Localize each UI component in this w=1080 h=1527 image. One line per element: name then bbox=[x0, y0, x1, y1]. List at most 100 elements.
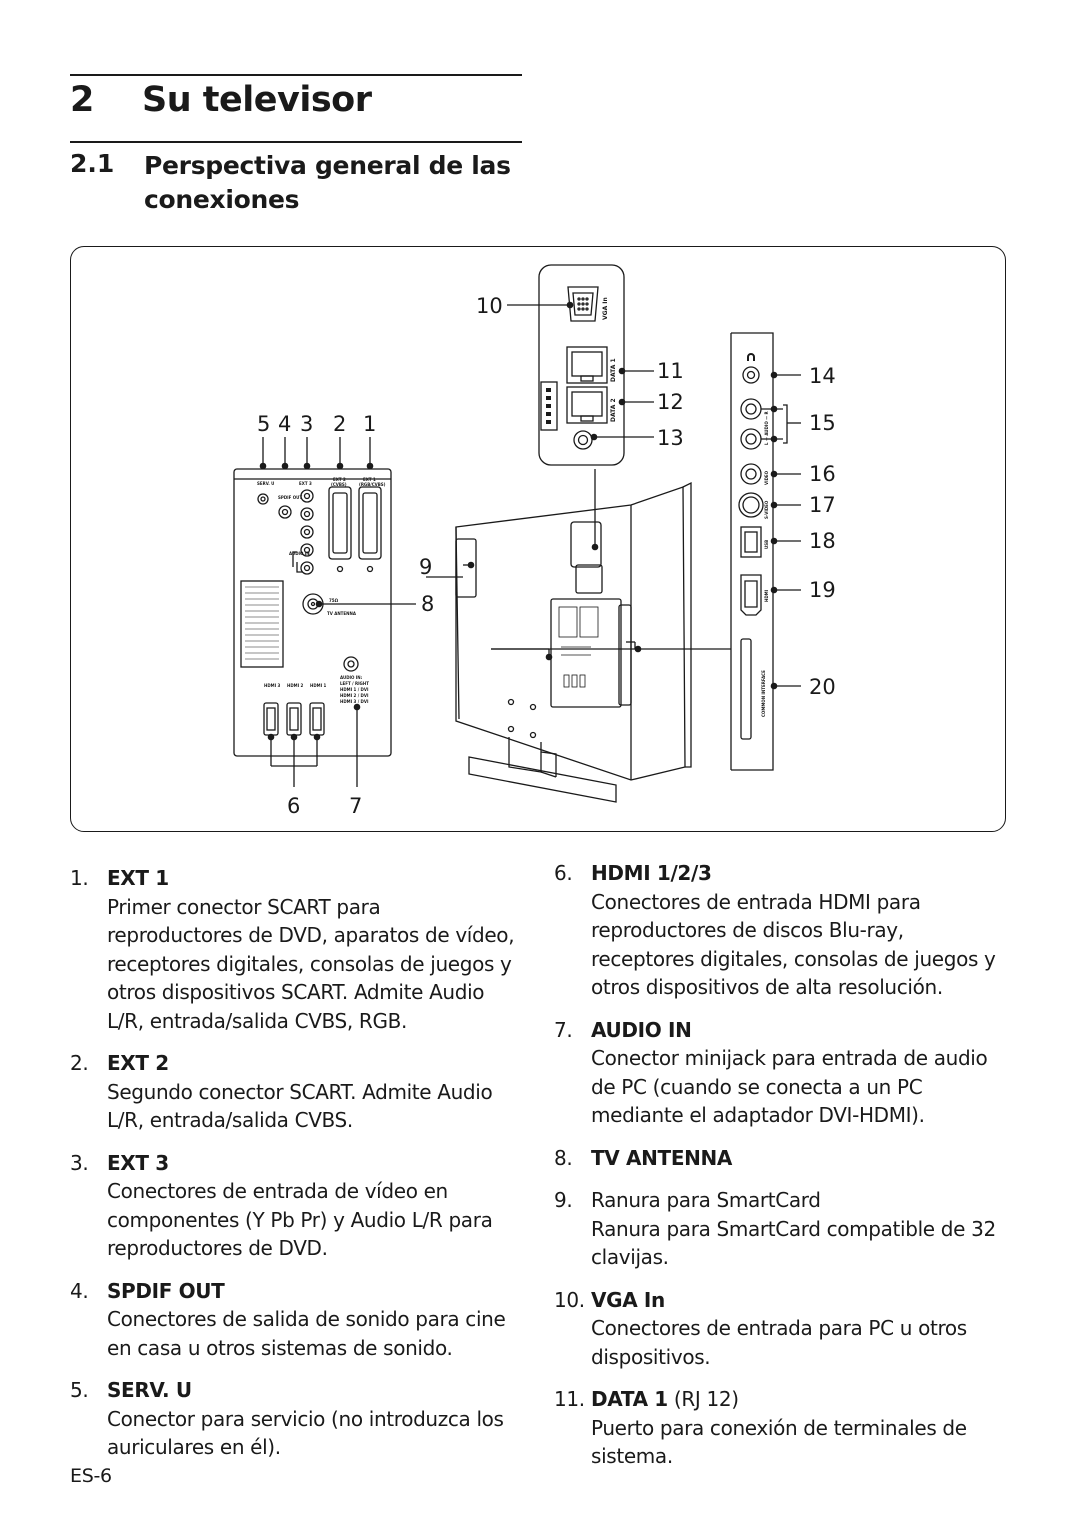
item-title: VGA In bbox=[591, 1287, 665, 1312]
side-usb-text: USB bbox=[764, 540, 769, 549]
chapter-title: Su televisor bbox=[142, 80, 372, 120]
hdmi1-text: HDMI 1 bbox=[310, 683, 327, 688]
section-number: 2.1 bbox=[70, 149, 115, 178]
spdif-out-text: SPDIF OUT bbox=[278, 495, 302, 500]
callout-11: 11 bbox=[657, 359, 684, 383]
callout-10: 10 bbox=[476, 294, 503, 318]
antenna-ohm-text: 75Ω bbox=[329, 598, 339, 603]
list-item-vga-in: 10. VGA In Conectores de entrada para PC… bbox=[554, 1286, 1012, 1372]
side-audio-text: L — AUDIO — R bbox=[764, 411, 769, 445]
list-item-ext3: 3. EXT 3 Conectores de entrada de vídeo … bbox=[70, 1149, 515, 1263]
item-number: 3. bbox=[70, 1150, 89, 1175]
callout-14: 14 bbox=[809, 364, 836, 388]
item-body: Primer conector SCART para reproductores… bbox=[107, 894, 515, 1033]
list-item-smartcard: 9. Ranura para SmartCard Ranura para Sma… bbox=[554, 1186, 1012, 1272]
callout-17: 17 bbox=[809, 493, 836, 517]
callout-1: 1 bbox=[363, 412, 376, 436]
left-column: 1. EXT 1 Primer conector SCART para repr… bbox=[70, 864, 515, 1462]
item-number: 4. bbox=[70, 1278, 89, 1303]
item-title-suffix: (RJ 12) bbox=[673, 1387, 739, 1411]
ext2-sub-text: (CVBS) bbox=[331, 482, 347, 487]
item-title: AUDIO IN bbox=[591, 1017, 692, 1042]
item-title: HDMI 1/2/3 bbox=[591, 861, 712, 885]
ext3-text: EXT 3 bbox=[299, 481, 312, 486]
side-video-text: VIDEO bbox=[764, 470, 769, 485]
item-body: Conectores de entrada de vídeo en compon… bbox=[107, 1179, 493, 1260]
connections-diagram: VGA In DATA 1 DATA 2 SERV. U SPDIF OUT E… bbox=[70, 246, 1006, 832]
item-number: 9. bbox=[554, 1188, 573, 1212]
callout-12: 12 bbox=[657, 390, 684, 414]
callout-9: 9 bbox=[419, 555, 432, 579]
list-item-ext2: 2. EXT 2 Segundo conector SCART. Admite … bbox=[70, 1049, 515, 1135]
list-item-ext1: 1. EXT 1 Primer conector SCART para repr… bbox=[70, 864, 515, 1035]
ext1-text: EXT 1 bbox=[363, 477, 376, 482]
callout-16: 16 bbox=[809, 462, 836, 486]
item-body: Conector para servicio (no introduzca lo… bbox=[107, 1406, 504, 1460]
item-number: 11. bbox=[554, 1387, 585, 1411]
right-column: 6. HDMI 1/2/3 Conectores de entrada HDMI… bbox=[554, 859, 1012, 1471]
callout-8: 8 bbox=[421, 592, 434, 616]
audio-in-ext3-text: AUDIO IN bbox=[289, 551, 310, 556]
item-number: 1. bbox=[70, 866, 89, 890]
side-connector-panel bbox=[730, 332, 774, 771]
chapter-number: 2 bbox=[70, 80, 95, 120]
callout-20: 20 bbox=[809, 675, 836, 699]
hdmi1-dvi-text: HDMI 1 / DVI bbox=[340, 687, 369, 692]
side-hdmi-text: HDMI bbox=[764, 589, 769, 602]
item-title: SERV. U bbox=[107, 1378, 192, 1402]
list-item-spdif-out: 4. SPDIF OUT Conectores de salida de son… bbox=[70, 1277, 515, 1363]
callout-3: 3 bbox=[300, 412, 313, 436]
item-title: DATA 1 bbox=[591, 1387, 668, 1411]
audio-in-side-text: AUDIO IN: bbox=[340, 675, 363, 680]
chapter-top-rule bbox=[70, 74, 522, 76]
chapter-bottom-rule bbox=[70, 141, 522, 143]
callout-7: 7 bbox=[349, 794, 362, 818]
item-body: Puerto para conexión de terminales de si… bbox=[591, 1415, 967, 1469]
callout-13: 13 bbox=[657, 426, 684, 450]
callout-15: 15 bbox=[809, 411, 836, 435]
connections-diagram-svg: VGA In DATA 1 DATA 2 SERV. U SPDIF OUT E… bbox=[233, 264, 836, 818]
hdmi3-text: HDMI 3 bbox=[264, 683, 281, 688]
callout-19: 19 bbox=[809, 578, 836, 602]
callout-18: 18 bbox=[809, 529, 836, 553]
item-number: 2. bbox=[70, 1051, 89, 1075]
item-body: Conector minijack para entrada de audio … bbox=[591, 1046, 988, 1127]
section-title: Perspectiva general de las conexiones bbox=[144, 151, 511, 214]
list-item-serv-u: 5. SERV. U Conector para servicio (no in… bbox=[70, 1376, 515, 1462]
list-item-audio-in: 7. AUDIO IN Conector minijack para entra… bbox=[554, 1016, 1012, 1130]
vga-in-text: VGA In bbox=[602, 297, 609, 320]
tv-antenna-text: TV ANTENNA bbox=[327, 611, 357, 616]
item-body: Conectores de entrada HDMI para reproduc… bbox=[591, 889, 996, 1000]
data1-text: DATA 1 bbox=[610, 358, 617, 382]
item-number: 5. bbox=[70, 1378, 89, 1402]
item-title: EXT 2 bbox=[107, 1051, 169, 1075]
item-title: Ranura para SmartCard bbox=[591, 1188, 821, 1212]
callout-5: 5 bbox=[257, 412, 270, 436]
left-right-text: LEFT / RIGHT bbox=[340, 681, 369, 686]
item-number: 10. bbox=[554, 1287, 585, 1312]
item-title: EXT 1 bbox=[107, 866, 169, 890]
callout-4: 4 bbox=[278, 412, 291, 436]
serv-u-text: SERV. U bbox=[257, 481, 274, 486]
item-body: Conectores de entrada para PC u otros di… bbox=[591, 1316, 967, 1369]
hdmi2-dvi-text: HDMI 2 / DVI bbox=[340, 693, 369, 698]
side-callout-lines bbox=[761, 374, 801, 687]
data2-text: DATA 2 bbox=[610, 398, 617, 422]
hdmi3-dvi-text: HDMI 3 / DVI bbox=[340, 699, 369, 704]
tv-rear-view bbox=[455, 481, 692, 803]
item-number: 7. bbox=[554, 1017, 573, 1042]
list-item-hdmi: 6. HDMI 1/2/3 Conectores de entrada HDMI… bbox=[554, 859, 1012, 1002]
item-body: Conectores de salida de sonido para cine… bbox=[107, 1307, 506, 1360]
item-title: EXT 3 bbox=[107, 1150, 169, 1175]
item-number: 8. bbox=[554, 1145, 573, 1170]
item-number: 6. bbox=[554, 861, 573, 885]
ext1-sub-text: (RGB/CVBS) bbox=[359, 482, 386, 487]
list-item-data1: 11. DATA 1 (RJ 12) Puerto para conexión … bbox=[554, 1385, 1012, 1471]
item-title: TV ANTENNA bbox=[591, 1145, 733, 1170]
page-number: ES-6 bbox=[70, 1465, 112, 1487]
vga-callout-lines bbox=[507, 304, 654, 438]
hdmi2-text: HDMI 2 bbox=[287, 683, 304, 688]
callout-2: 2 bbox=[333, 412, 346, 436]
side-svideo-text: S-VIDEO bbox=[764, 500, 769, 519]
callout-6: 6 bbox=[287, 794, 300, 818]
